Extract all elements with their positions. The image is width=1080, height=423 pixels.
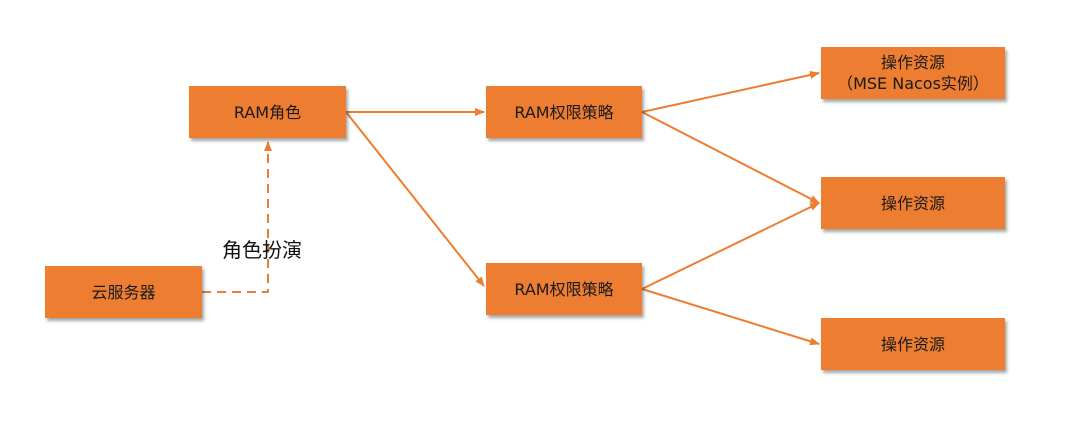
node-label: 云服务器 [91, 282, 156, 302]
edge-policy-top-to-resource-mid [641, 111, 820, 204]
node-label: 操作资源 [880, 193, 945, 213]
node-cloud-server[interactable]: 云服务器 [45, 266, 202, 318]
edge-policy-bottom-to-resource-mid [641, 202, 820, 290]
edge-policy-top-to-resource-mse [641, 71, 820, 113]
node-policy-bottom[interactable]: RAM权限策略 [486, 263, 642, 315]
edge-ram-role-to-policy-bottom [345, 111, 485, 287]
node-resource-mse[interactable]: 操作资源 （MSE Nacos实例） [821, 47, 1005, 99]
node-label-line1: 操作资源 [880, 53, 945, 72]
node-resource-mid[interactable]: 操作资源 [821, 177, 1005, 229]
node-policy-top[interactable]: RAM权限策略 [486, 86, 642, 138]
edge-cloud-server-to-ram-role [202, 141, 272, 293]
node-resource-bottom[interactable]: 操作资源 [821, 318, 1005, 370]
node-label-line2: （MSE Nacos实例） [837, 74, 989, 93]
node-label: 操作资源 [880, 334, 945, 354]
node-label: RAM权限策略 [514, 102, 614, 122]
node-label: RAM权限策略 [514, 279, 614, 299]
edge-label-role-play: 角色扮演 [222, 238, 302, 262]
node-ram-role[interactable]: RAM角色 [189, 86, 346, 138]
node-label: RAM角色 [233, 102, 302, 122]
edge-policy-bottom-to-resource-bottom [641, 288, 820, 346]
